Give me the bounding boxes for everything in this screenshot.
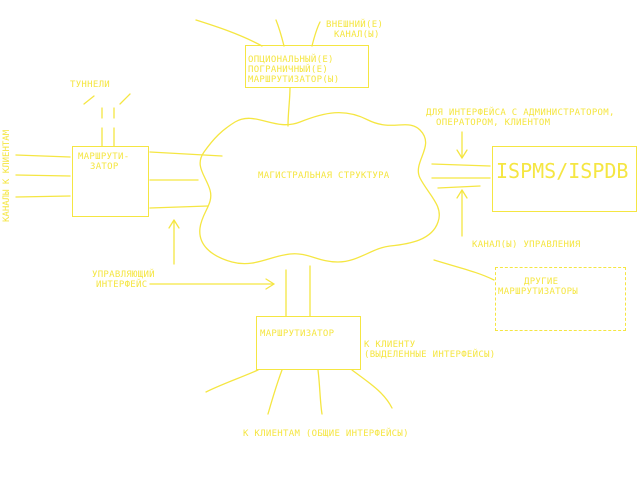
line-other-routers	[433, 259, 495, 281]
client-out-4	[351, 369, 393, 409]
label-to-clients-shared: К КЛИЕНТАМ (ОБЩИЕ ИНТЕРФЕЙСЫ)	[243, 429, 409, 439]
label-control-2: ИНТЕРФЕЙС	[96, 280, 148, 290]
label-dedicated-1: К КЛИЕНТУ	[364, 340, 416, 350]
tunnel-line-right	[119, 93, 131, 105]
label-other-2: МАРШРУТИЗАТОРЫ	[498, 287, 579, 297]
label-ispms: ISPMS/ISPDB	[496, 159, 629, 183]
label-control-1: УПРАВЛЯЮЩИЙ	[92, 270, 155, 280]
admin-line-a	[431, 163, 491, 167]
client-line-1	[15, 154, 71, 158]
label-client-channels: КАНАЛЫ К КЛИЕНТАМ	[2, 129, 12, 222]
label-other-1: ДРУГИЕ	[524, 277, 559, 287]
label-external-2: КАНАЛ(Ы)	[334, 30, 380, 40]
router-cloud-line-1	[149, 151, 223, 157]
label-router-left-2: ЗАТОР	[90, 162, 119, 172]
label-external-1: ВНЕШНИЙ(Е)	[326, 20, 384, 30]
label-border-1: ОПЦИОНАЛЬНЫЙ(Е)	[248, 55, 334, 65]
client-out-1	[205, 369, 259, 393]
client-line-3	[15, 195, 71, 198]
label-backbone: МАГИСТРАЛЬНАЯ СТРУКТУРА	[258, 171, 390, 181]
client-out-2	[267, 369, 283, 415]
router-cloud-line-3	[149, 205, 209, 209]
client-line-2	[15, 174, 71, 177]
client-out-3	[317, 369, 323, 415]
line-border-to-cloud	[287, 87, 291, 127]
router-bottom-box	[256, 316, 361, 370]
router-left-box	[72, 146, 149, 217]
label-external-channels: ВНЕШНИЙ(Е) КАНАЛ(Ы)	[326, 20, 383, 40]
label-other-routers: ДРУГИЕ МАРШРУТИЗАТОРЫ	[498, 277, 578, 297]
tunnel-line-left	[83, 95, 95, 105]
label-router-bottom: МАРШРУТИЗАТОР	[260, 329, 335, 339]
label-border-routers: ОПЦИОНАЛЬНЫЙ(Е) ПОГРАНИЧНЫЙ(Е) МАРШРУТИЗ…	[248, 55, 340, 85]
line-external-channel-3	[311, 21, 321, 47]
label-dedicated-2: (ВЫДЕЛЕННЫЕ ИНТЕРФЕЙСЫ)	[364, 350, 496, 360]
label-control-channels: КАНАЛ(Ы) УПРАВЛЕНИЯ	[472, 240, 581, 250]
ispms-box	[492, 146, 637, 212]
border-routers-box	[245, 45, 369, 88]
label-tunnels: ТУННЕЛИ	[70, 80, 111, 90]
label-admin-interface: ДЛЯ ИНТЕРФЕЙСА С АДМИНИСТРАТОРОМ, ОПЕРАТ…	[426, 108, 615, 128]
line-external-channel	[195, 19, 263, 47]
other-routers-box	[495, 267, 626, 331]
admin-line-c	[437, 185, 481, 189]
label-border-3: МАРШРУТИЗАТОР(Ы)	[248, 75, 340, 85]
label-border-2: ПОГРАНИЧНЫЙ(Е)	[248, 65, 329, 75]
label-router-left-1: МАРШРУТИ-	[78, 152, 130, 162]
label-to-client-dedicated: К КЛИЕНТУ (ВЫДЕЛЕННЫЕ ИНТЕРФЕЙСЫ)	[364, 340, 496, 360]
backbone-cloud	[199, 111, 440, 265]
label-router-left: МАРШРУТИ- ЗАТОР	[78, 152, 129, 172]
line-external-channel-2	[275, 19, 285, 47]
label-admin-2: ОПЕРАТОРОМ, КЛИЕНТОМ	[436, 118, 551, 128]
label-control-interface: УПРАВЛЯЮЩИЙ ИНТЕРФЕЙС	[92, 270, 155, 290]
label-admin-1: ДЛЯ ИНТЕРФЕЙСА С АДМИНИСТРАТОРОМ,	[426, 108, 615, 118]
